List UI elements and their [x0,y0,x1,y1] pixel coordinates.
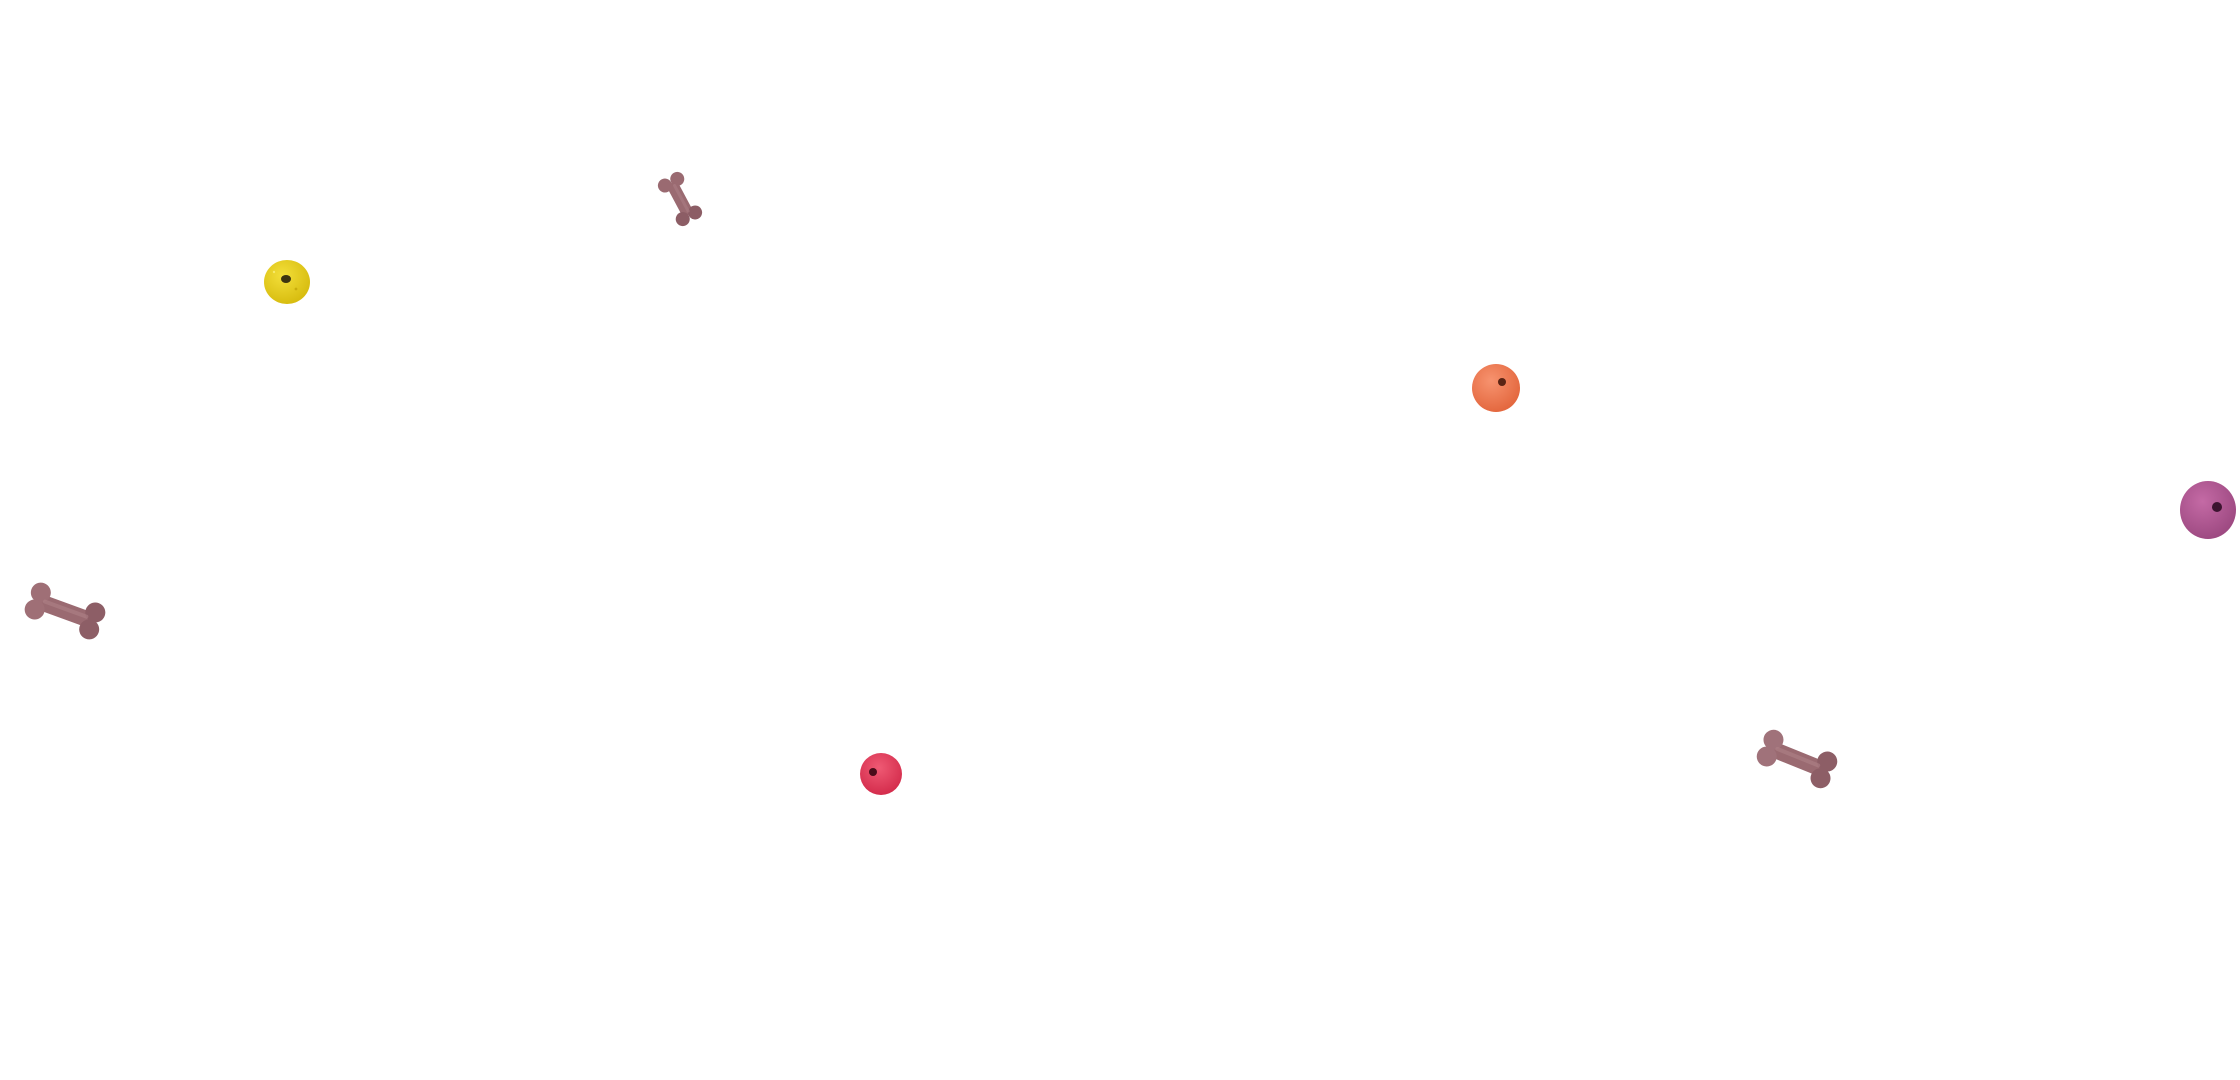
red-kibble-icon [860,753,902,795]
purple-kibble-icon [2180,481,2236,539]
orange-kibble-icon [1472,364,1520,412]
bone-treat-icon [657,171,703,227]
bone-treat-icon [1756,729,1838,789]
yellow-kibble-icon [264,260,310,304]
bone-treat-icon [24,582,106,640]
